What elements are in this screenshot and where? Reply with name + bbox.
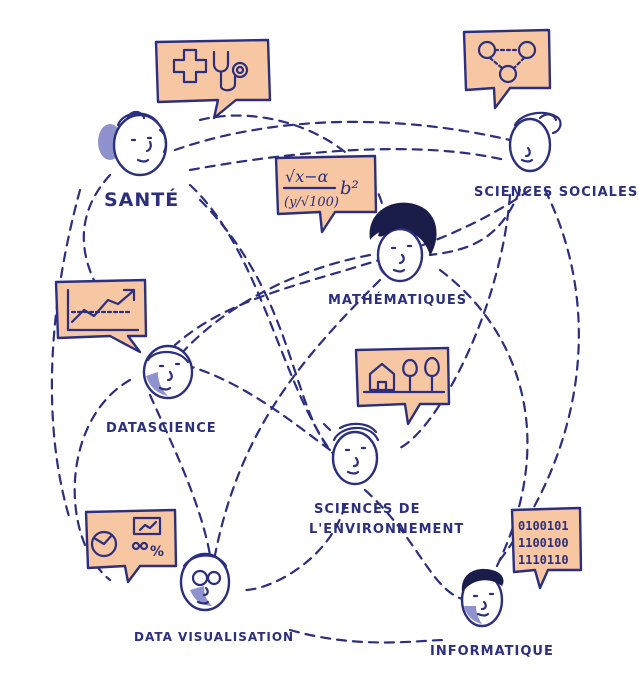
path-dataviz-info — [288, 628, 447, 644]
label-data-visualisation: DATA VISUALISATION — [134, 630, 294, 644]
label-environnement-line2: L'ENVIRONNEMENT — [309, 522, 464, 537]
path-socials-env — [393, 193, 512, 452]
path-sante-env — [188, 183, 332, 452]
label-environnement-line1: SCIENCES DE — [314, 502, 420, 517]
environnement-bubble — [354, 346, 451, 426]
path-sante-dataviz — [50, 188, 82, 522]
informatique-bubble: 0100101 1100100 1110110 — [510, 506, 583, 590]
path-sante-socials-2 — [188, 148, 507, 172]
path-datascience-dataviz — [73, 378, 132, 582]
path-socials-info — [498, 188, 580, 562]
labels: SANTÉ SCIENCES SOCIALES MATHÉMATIQUES DA… — [104, 185, 638, 659]
tree-icon — [402, 356, 440, 392]
formula-bottom: (y/√100) — [284, 195, 339, 210]
path-sante-env-2 — [198, 198, 342, 462]
medical-cross-icon — [172, 48, 208, 84]
label-sciences-sociales: SCIENCES SOCIALES — [474, 185, 638, 200]
path-socials-math — [428, 188, 522, 257]
stethoscope-icon — [212, 50, 237, 92]
path-datascience-dataviz-2 — [148, 393, 212, 557]
connection-paths — [50, 114, 580, 644]
environnement-person — [322, 422, 380, 486]
percent-glyph: % — [150, 544, 165, 560]
path-sante-math — [198, 114, 387, 222]
mathematiques-person — [369, 202, 437, 283]
informatique-person — [460, 568, 504, 628]
label-sante: SANTÉ — [104, 188, 179, 211]
sciences-sociales-bubble — [462, 28, 552, 110]
binary-line-1: 0100101 — [518, 519, 569, 533]
house-icon — [368, 362, 396, 392]
dataviz-person — [179, 552, 231, 612]
formula-top: √x−α — [285, 167, 329, 186]
label-informatique: INFORMATIQUE — [430, 644, 554, 659]
path-sante-datascience — [82, 173, 132, 332]
binary-line-3: 1110110 — [518, 553, 569, 567]
path-sante-socials — [173, 120, 512, 152]
screen-chart-icon — [132, 516, 162, 536]
sante-person — [98, 110, 168, 177]
mathematiques-bubble: √x−α (y/√100) b² — [274, 154, 378, 234]
datascience-bubble — [54, 278, 148, 354]
sante-bubble — [154, 38, 272, 120]
label-mathematiques: MATHÉMATIQUES — [328, 292, 467, 308]
dataviz-bubble: % — [84, 508, 178, 584]
path-env-dataviz — [243, 503, 347, 592]
datascience-person — [142, 344, 194, 400]
formula-exponent: b² — [340, 178, 359, 199]
path-socials-datascience — [173, 188, 532, 347]
path-datascience-env — [183, 363, 332, 452]
path-env-info — [363, 488, 467, 602]
pie-chart-icon — [90, 530, 118, 558]
binary-line-2: 1100100 — [518, 536, 569, 550]
path-math-datascience — [178, 253, 372, 357]
sciences-sociales-person — [508, 111, 562, 173]
label-datascience: DATASCIENCE — [106, 421, 217, 436]
path-math-dataviz — [213, 278, 382, 557]
